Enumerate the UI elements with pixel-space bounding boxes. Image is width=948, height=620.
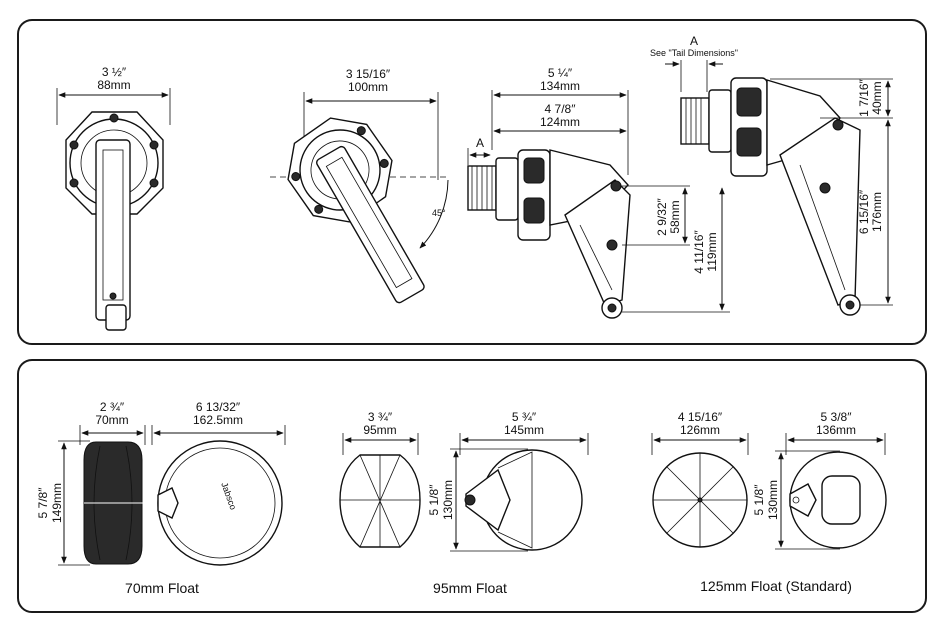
float-70: 2 ¾″ 70mm 6 13/32″ 162.5mm 5 7/8″ 149mm … (36, 400, 286, 596)
float-70-width-imperial: 2 ¾″ (100, 400, 125, 414)
raised-height-metric: 176mm (870, 192, 884, 232)
float-125: 4 15/16″ 126mm 5 3/8″ 136mm 5 1/8″ 130mm… (651, 410, 887, 594)
raised-view: A See "Tail Dimensions" 1 7/16″ 40mm 6 1… (650, 34, 893, 316)
float-95-caption: 95mm Float (433, 580, 507, 596)
angled-view: 3 15/16″ 100mm 45° (270, 67, 449, 304)
side-body-metric: 124mm (540, 115, 580, 129)
float-95-height-imperial: 5 1/8″ (427, 484, 441, 516)
side-arm-imperial: 2 9/32″ (655, 197, 669, 235)
float-95-width-imperial: 3 ¾″ (368, 410, 393, 424)
bottom-panel (17, 359, 927, 613)
float-95-height-metric: 130mm (441, 480, 455, 520)
raised-top-metric: 40mm (870, 81, 884, 114)
float-95-length-imperial: 5 ¾″ (512, 410, 537, 424)
float-125-caption: 125mm Float (Standard) (700, 578, 852, 594)
raised-height-imperial: 6 15/16″ (857, 189, 871, 234)
raised-tail-note: See "Tail Dimensions" (650, 48, 738, 58)
float-70-width-metric: 70mm (95, 413, 128, 427)
float-125-width-metric: 126mm (680, 423, 720, 437)
side-tail-label: A (476, 136, 484, 150)
float-125-length-metric: 136mm (816, 423, 856, 437)
raised-top-imperial: 1 7/16″ (857, 78, 871, 116)
raised-tail-label: A (690, 34, 698, 48)
angle-label: 45° (432, 208, 446, 218)
float-70-height-metric: 149mm (50, 483, 64, 523)
angled-width-metric: 100mm (348, 80, 388, 94)
side-arm-metric: 58mm (668, 200, 682, 233)
float-95-length-metric: 145mm (504, 423, 544, 437)
float-70-caption: 70mm Float (125, 580, 199, 596)
angled-width-imperial: 3 15/16″ (346, 67, 391, 81)
float-95-width-metric: 95mm (363, 423, 396, 437)
float-125-width-imperial: 4 15/16″ (678, 410, 723, 424)
float-70-length-imperial: 6 13/32″ (196, 400, 241, 414)
side-height-imperial: 4 11/16″ (692, 230, 706, 274)
front-view: 3 ½″ 88mm (56, 65, 171, 331)
side-body-imperial: 4 7/8″ (545, 102, 577, 116)
side-overall-metric: 134mm (540, 79, 580, 93)
front-width-imperial: 3 ½″ (102, 65, 127, 79)
side-height-metric: 119mm (705, 232, 719, 271)
float-70-length-metric: 162.5mm (193, 413, 243, 427)
float-95: 3 ¾″ 95mm 5 ¾″ 145mm 5 1/8″ 130mm 95mm F… (339, 410, 589, 596)
front-width-metric: 88mm (97, 78, 130, 92)
float-125-height-imperial: 5 1/8″ (752, 484, 766, 516)
float-125-length-imperial: 5 3/8″ (821, 410, 853, 424)
float-70-height-imperial: 5 7/8″ (36, 487, 50, 519)
side-view: 5 ¼″ 134mm 4 7/8″ 124mm A 2 9/32″ 58mm (467, 66, 730, 319)
float-125-height-metric: 130mm (766, 480, 780, 520)
side-overall-imperial: 5 ¼″ (548, 66, 573, 80)
